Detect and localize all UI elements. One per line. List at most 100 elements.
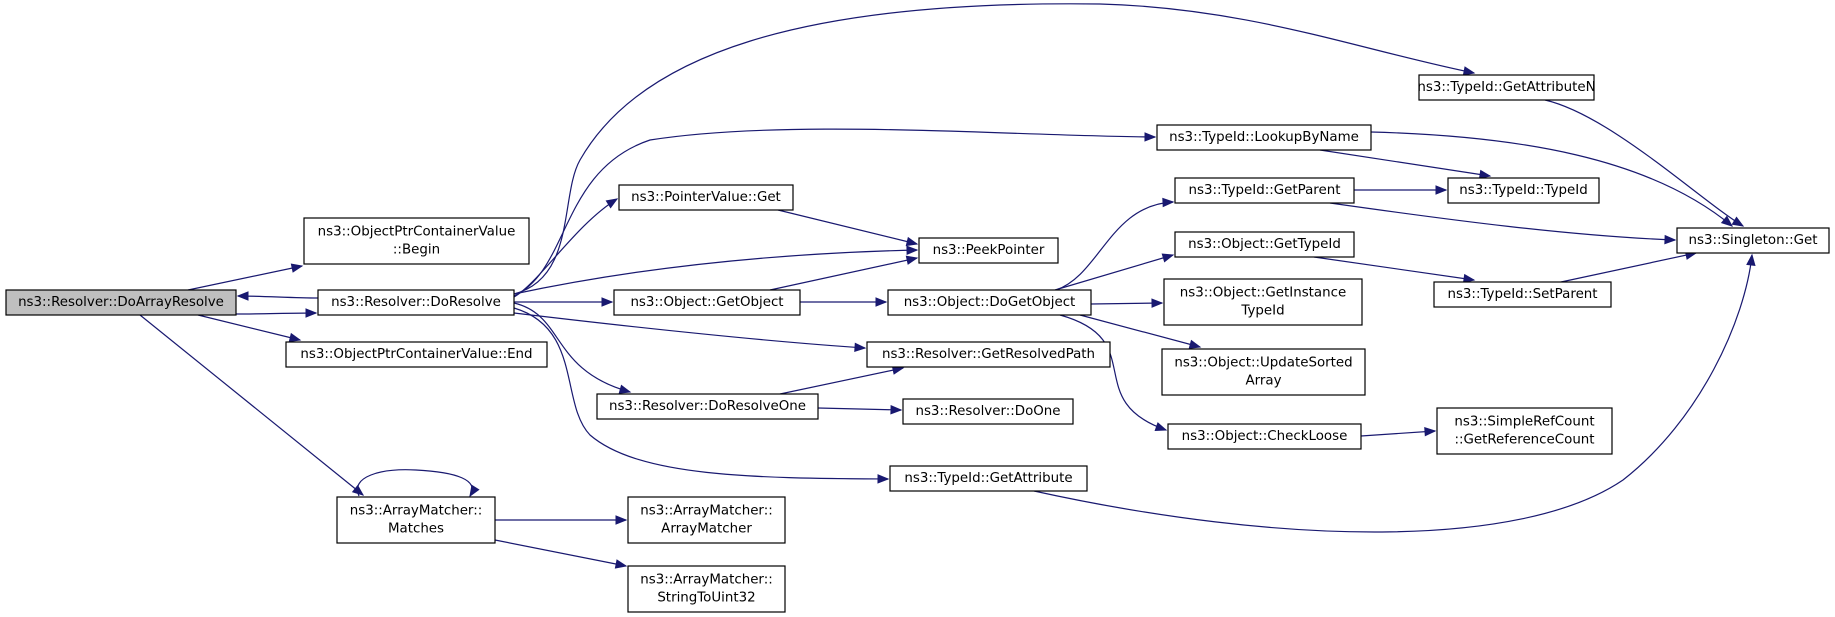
node-box	[5, 289, 237, 316]
node-label: ns3::ObjectPtrContainerValue	[318, 225, 516, 240]
node-box	[1161, 348, 1366, 396]
node-object_gettypeid[interactable]: ns3::Object::GetTypeId	[1174, 231, 1355, 258]
node-getattribute[interactable]: ns3::TypeId::GetAttribute	[889, 465, 1088, 492]
edge-doresolveone-to-getresolvedpath	[779, 365, 905, 395]
node-label: ns3::Singleton::Get	[1689, 233, 1818, 248]
edge-line	[817, 407, 902, 411]
edge-doresolve-to-lookupbyname	[513, 128, 1157, 297]
node-box	[1433, 281, 1612, 308]
edge-doresolve-to-doarrayresolve	[236, 291, 319, 301]
node-am_matches[interactable]: ns3::ArrayMatcher::Matches	[336, 496, 496, 544]
node-am_stringtouint32[interactable]: ns3::ArrayMatcher::StringToUint32	[627, 565, 786, 613]
arrowhead	[905, 255, 919, 265]
node-doarrayresolve[interactable]: ns3::Resolver::DoArrayResolve	[5, 289, 237, 316]
node-box	[866, 341, 1111, 368]
node-label: ns3::ArrayMatcher::	[640, 504, 772, 519]
edge-line	[1090, 302, 1163, 305]
node-object_dogetobject[interactable]: ns3::Object::DoGetObject	[887, 289, 1092, 316]
edge-lookupbyname-to-singleton_get	[1370, 131, 1734, 227]
node-lookupbyname[interactable]: ns3::TypeId::LookupByName	[1156, 124, 1372, 151]
node-ocv_end[interactable]: ns3::ObjectPtrContainerValue::End	[285, 341, 548, 368]
node-box	[902, 398, 1074, 425]
arrowhead	[1424, 426, 1437, 437]
node-box	[317, 289, 515, 316]
node-doresolveone[interactable]: ns3::Resolver::DoResolveOne	[596, 393, 819, 420]
edge-lookupbyname-to-typeid_typeid	[1319, 149, 1492, 180]
node-pointervalue_get[interactable]: ns3::PointerValue::Get	[618, 184, 794, 211]
node-getresolvedpath[interactable]: ns3::Resolver::GetResolvedPath	[866, 341, 1111, 368]
edge-line	[1370, 131, 1733, 227]
node-label: ns3::PointerValue::Get	[631, 190, 781, 205]
node-label: ns3::Object::CheckLoose	[1182, 429, 1348, 444]
edge-object_dogetobject-to-getinstancetypeid	[1090, 298, 1164, 308]
node-ocv_begin[interactable]: ns3::ObjectPtrContainerValue::Begin	[303, 217, 530, 265]
edge-doresolve-to-getattributen	[513, 3, 1476, 295]
node-label: ns3::Object::GetTypeId	[1188, 237, 1341, 252]
edge-line	[513, 302, 631, 393]
arrowhead	[1161, 253, 1175, 263]
edge-line	[1560, 252, 1697, 283]
edge-doarrayresolve-to-ocv_end	[197, 314, 302, 343]
arrowhead	[1720, 215, 1734, 227]
arrowhead	[1478, 169, 1492, 180]
node-box	[596, 393, 819, 420]
node-label: ns3::ArrayMatcher::	[640, 573, 772, 588]
node-doone[interactable]: ns3::Resolver::DoOne	[902, 398, 1074, 425]
node-box	[1167, 423, 1362, 450]
arrowhead	[1151, 298, 1164, 308]
node-label: ::Begin	[393, 243, 440, 258]
node-box	[1174, 231, 1355, 258]
edge-line	[1059, 314, 1167, 431]
arrowhead	[1746, 253, 1756, 266]
arrowhead	[601, 297, 614, 307]
node-checkloose[interactable]: ns3::Object::CheckLoose	[1167, 423, 1362, 450]
node-am_arraymatcher[interactable]: ns3::ArrayMatcher::ArrayMatcher	[627, 496, 786, 544]
edge-getattribute-to-singleton_get	[1033, 253, 1756, 533]
node-box	[887, 289, 1092, 316]
node-box	[1676, 227, 1830, 254]
node-label: ns3::Object::GetObject	[630, 295, 783, 310]
node-singleton_get[interactable]: ns3::Singleton::Get	[1676, 227, 1830, 254]
edge-checkloose-to-getreferencecount	[1360, 426, 1437, 437]
node-getattributen[interactable]: ns3::TypeId::GetAttributeN	[1417, 74, 1596, 101]
arrowhead	[1435, 185, 1448, 195]
arrowhead	[877, 474, 890, 484]
edge-line	[513, 128, 1156, 297]
edge-doresolve-to-getresolvedpath	[513, 312, 867, 353]
node-label: ns3::SimpleRefCount	[1454, 415, 1594, 430]
arrowhead	[605, 198, 619, 209]
node-box	[336, 496, 496, 544]
edge-line	[513, 198, 618, 298]
edge-doresolve-to-doresolveone	[513, 302, 632, 394]
edge-line	[235, 312, 317, 315]
arrowhead	[290, 263, 304, 273]
arrowhead	[1462, 66, 1476, 76]
arrowhead	[906, 245, 919, 255]
arrowhead	[615, 515, 628, 525]
node-setparent[interactable]: ns3::TypeId::SetParent	[1433, 281, 1612, 308]
edge-line	[1329, 202, 1676, 241]
edge-setparent-to-singleton_get	[1560, 250, 1698, 283]
edge-doarrayresolve-to-doresolve	[235, 308, 318, 318]
node-box	[627, 496, 786, 544]
arrowhead	[1154, 422, 1168, 432]
node-getparent[interactable]: ns3::TypeId::GetParent	[1174, 177, 1355, 204]
arrowhead	[1162, 197, 1175, 208]
edge-getattributen-to-singleton_get	[1544, 99, 1745, 227]
node-label: ns3::Object::UpdateSorted	[1174, 356, 1352, 371]
node-box	[1174, 177, 1355, 204]
node-label: ArrayMatcher	[661, 522, 752, 537]
node-getreferencecount[interactable]: ns3::SimpleRefCount::GetReferenceCount	[1436, 407, 1613, 455]
node-typeid_typeid[interactable]: ns3::TypeId::TypeId	[1447, 177, 1600, 204]
edge-line	[1033, 254, 1753, 533]
edge-getparent-to-typeid_typeid	[1354, 185, 1448, 195]
node-box	[1163, 278, 1363, 326]
node-box	[285, 341, 548, 368]
nodes-layer: ns3::Resolver::DoArrayResolvens3::Object…	[5, 74, 1830, 613]
node-doresolve[interactable]: ns3::Resolver::DoResolve	[317, 289, 515, 316]
node-object_getobject[interactable]: ns3::Object::GetObject	[613, 289, 801, 316]
node-peekpointer[interactable]: ns3::PeekPointer	[918, 237, 1059, 264]
